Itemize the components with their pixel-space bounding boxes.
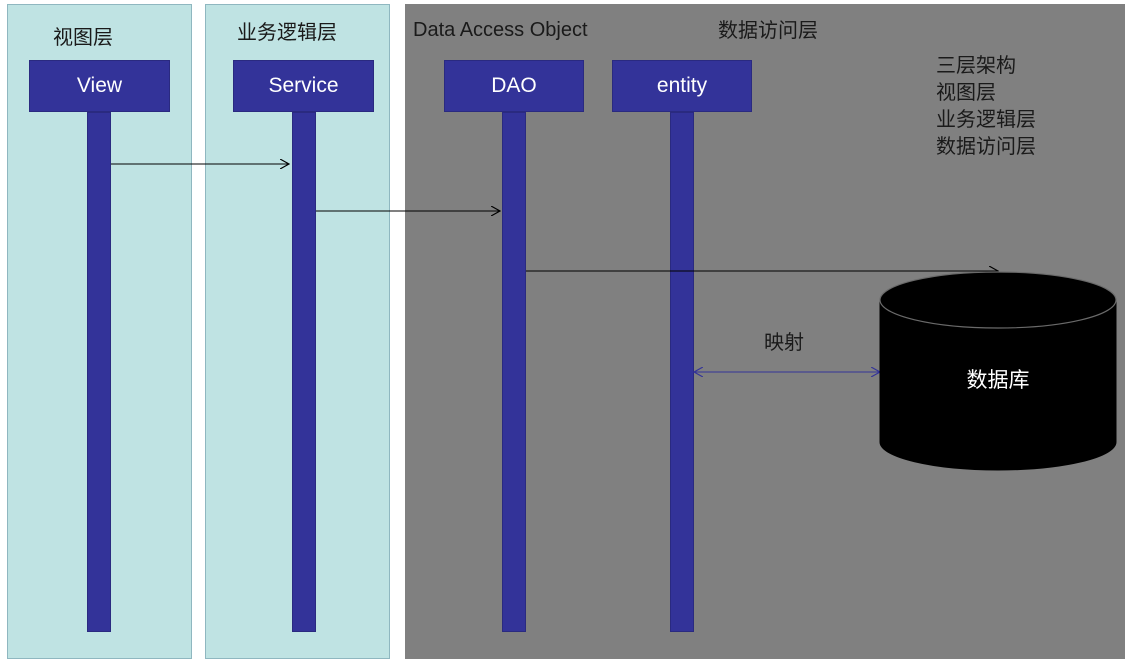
notes-line: 数据访问层 <box>936 134 1036 158</box>
service-box: Service <box>233 60 374 112</box>
view-box: View <box>29 60 170 112</box>
notes-line: 业务逻辑层 <box>936 107 1036 131</box>
entity-box: entity <box>612 60 752 112</box>
view-lifeline <box>87 112 111 632</box>
database-cylinder <box>879 271 1117 471</box>
dao-layer-title-en: Data Access Object <box>413 19 588 41</box>
notes-line: 视图层 <box>936 80 996 104</box>
dao-layer-title-cn: 数据访问层 <box>718 18 818 42</box>
notes-line: 三层架构 <box>936 53 1016 77</box>
service-layer-title: 业务逻辑层 <box>237 20 337 44</box>
mapping-label: 映射 <box>764 330 804 354</box>
dao-box: DAO <box>444 60 584 112</box>
service-lifeline <box>292 112 316 632</box>
dao-lifeline <box>502 112 526 632</box>
view-layer-title: 视图层 <box>53 25 113 49</box>
database-label: 数据库 <box>966 368 1030 392</box>
architecture-notes: 三层架构 视图层 业务逻辑层 数据访问层 <box>936 52 1036 160</box>
entity-lifeline <box>670 112 694 632</box>
